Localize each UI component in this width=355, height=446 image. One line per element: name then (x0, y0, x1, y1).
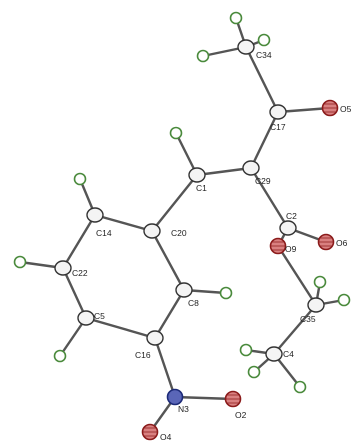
hydrogen-atom (229, 11, 243, 25)
hydrogen-atom (219, 286, 233, 300)
atom-c8: C8 (175, 282, 199, 308)
atom-c17: C17 (269, 104, 287, 132)
atom-o6: O6 (317, 233, 348, 251)
atom-o2: O2 (224, 390, 247, 420)
bond-c14-c22 (61, 213, 97, 270)
hydrogen-atom (293, 380, 307, 394)
atom-label-c35: C35 (300, 314, 316, 324)
atom-label-c5: C5 (94, 311, 105, 321)
atom-label-c14: C14 (96, 228, 112, 238)
hydrogen-atom (73, 172, 87, 186)
atom-c4: C4 (265, 346, 294, 362)
atom-c35: C35 (300, 297, 325, 324)
atom-label-c22: C22 (72, 268, 88, 278)
atom-label-o4: O4 (160, 432, 172, 442)
bond-c20-c14 (93, 213, 154, 233)
atom-c2: C2 (279, 211, 297, 236)
atom-n3: N3 (166, 388, 189, 414)
atom-c5: C5 (77, 310, 105, 326)
bond-c17-c29 (249, 110, 280, 170)
atom-o5: O5 (321, 99, 352, 117)
atom-label-c29: C29 (255, 176, 271, 186)
bond-c29-c2 (249, 166, 290, 230)
hydrogen-atoms (13, 11, 351, 394)
hydrogen-atom (13, 255, 27, 269)
hydrogen-atom (239, 343, 253, 357)
atom-c20: C20 (143, 223, 187, 239)
atom-c1: C1 (188, 167, 207, 193)
bond-c1-c20 (150, 173, 199, 233)
atom-c29: C29 (242, 160, 271, 186)
atom-c22: C22 (54, 260, 88, 278)
hydrogen-atom (257, 33, 271, 47)
hydrogen-atom (313, 275, 327, 289)
bond-c16-c8 (153, 288, 186, 340)
hydrogen-atom (247, 365, 261, 379)
bond-c1-c29 (195, 166, 253, 177)
bond-n3-o2 (173, 395, 235, 401)
atom-label-o5: O5 (340, 104, 352, 114)
hydrogen-atom (169, 126, 183, 140)
bond-c22-c5 (61, 266, 88, 320)
atom-label-o6: O6 (336, 238, 348, 248)
atom-label-c4: C4 (283, 349, 294, 359)
heavy-atoms: C34 C17 C1 C29 C2 C14 C20 C22 (54, 39, 352, 442)
atom-label-c2: C2 (286, 211, 297, 221)
atom-c34: C34 (237, 39, 272, 60)
atom-label-c34: C34 (256, 50, 272, 60)
atom-label-n3: N3 (178, 404, 189, 414)
bond-o9-c35 (276, 244, 318, 307)
bond-c5-c16 (84, 316, 157, 340)
bond-c16-n3 (153, 336, 177, 399)
atom-label-c16: C16 (135, 350, 151, 360)
hydrogen-atom (53, 349, 67, 363)
hydrogen-atom (337, 293, 351, 307)
atom-label-c1: C1 (196, 183, 207, 193)
bond-c35-c4 (272, 303, 318, 356)
bond-c8-c20 (150, 229, 186, 292)
atom-label-c8: C8 (188, 298, 199, 308)
atom-label-o2: O2 (235, 410, 247, 420)
atom-o4: O4 (141, 423, 172, 442)
bond-c34-c17 (244, 45, 280, 114)
atom-o9: O9 (269, 237, 297, 255)
atom-c16: C16 (135, 330, 164, 360)
hydrogen-atom (196, 49, 210, 63)
atom-label-c17: C17 (270, 122, 286, 132)
atom-label-o9: O9 (285, 244, 297, 254)
atom-c14: C14 (86, 207, 112, 238)
atom-label-c20: C20 (171, 228, 187, 238)
